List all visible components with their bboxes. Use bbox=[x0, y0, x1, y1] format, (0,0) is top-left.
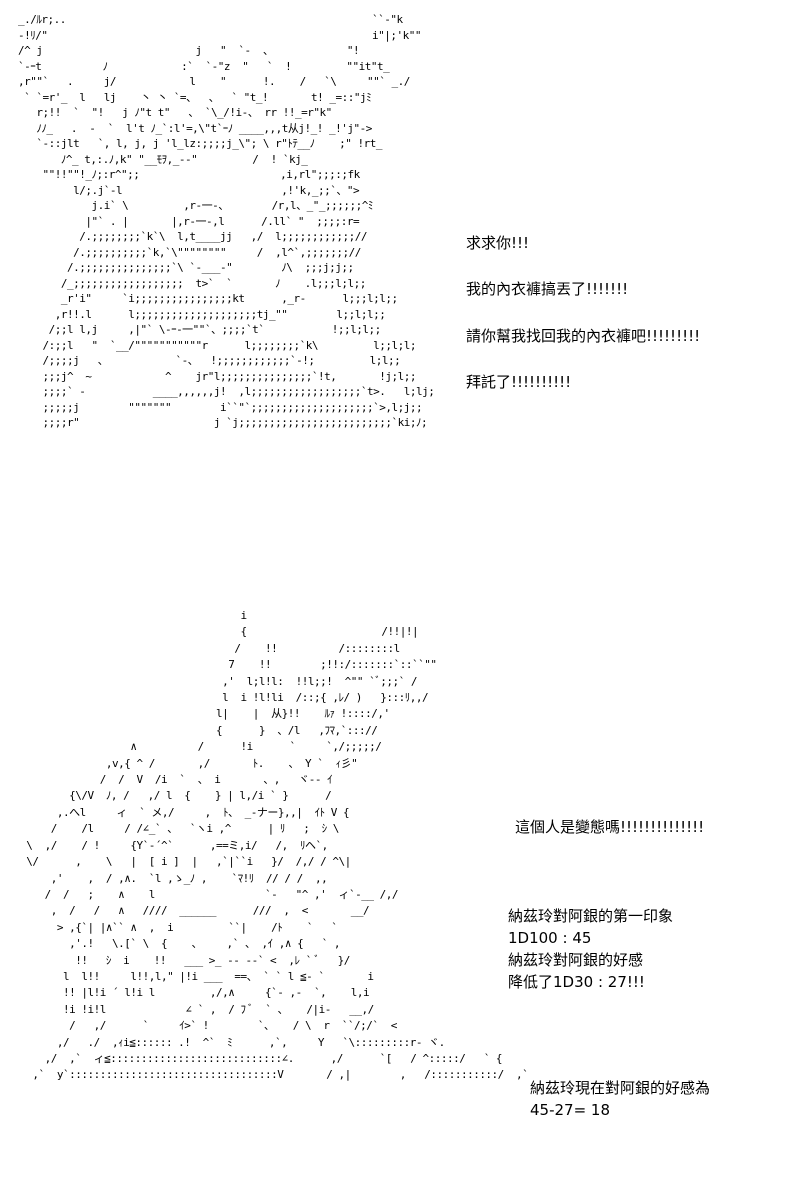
affinity-result-block: 納茲玲現在對阿銀的好感為 45-27= 18 bbox=[530, 1077, 710, 1121]
stat-line: 降低了1D30 : 27!!! bbox=[508, 973, 645, 991]
stat-line: 45-27= 18 bbox=[530, 1101, 611, 1119]
ascii-art-character-1: _./ﾙr;.. ``-"k -!ﾘ/" i"|;'k"" /^ j j " `… bbox=[18, 13, 435, 429]
panel-2: i { /!!|!| / !! /::::::::l 7 !! ;!!:/:::… bbox=[0, 600, 800, 1200]
dialogue-line: 拜託了!!!!!!!!!! bbox=[466, 373, 572, 391]
dialogue-line: 求求你!!! bbox=[466, 234, 530, 252]
dialogue-line: 這個人是變態嗎!!!!!!!!!!!!!! bbox=[515, 818, 705, 836]
stat-line: 納茲玲現在對阿銀的好感為 bbox=[530, 1079, 711, 1097]
dialogue-line: 我的內衣褲搞丟了!!!!!!! bbox=[466, 280, 629, 298]
stat-line: 1D100 : 45 bbox=[508, 929, 592, 947]
dice-roll-block: 納茲玲對阿銀的第一印象 1D100 : 45 納茲玲對阿銀的好感 降低了1D30… bbox=[508, 905, 673, 993]
dialogue-line: 請你幫我找回我的內衣褲吧!!!!!!!!! bbox=[466, 327, 701, 345]
ascii-art-character-2: i { /!!|!| / !! /::::::::l 7 !! ;!!:/:::… bbox=[26, 609, 529, 1082]
panel-1: _./ﾙr;.. ``-"k -!ﾘ/" i"|;'k"" /^ j j " `… bbox=[18, 13, 701, 429]
stat-line: 納茲玲對阿銀的好感 bbox=[508, 951, 644, 969]
stat-line: 納茲玲對阿銀的第一印象 bbox=[508, 907, 674, 925]
